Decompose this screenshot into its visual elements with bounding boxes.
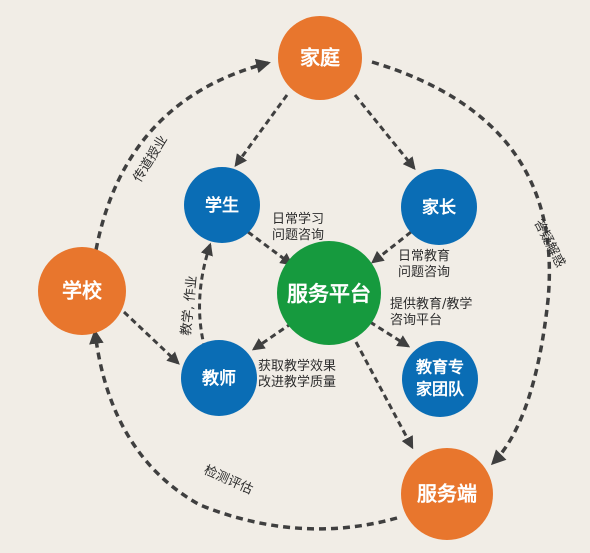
node-parent-label: 家长 xyxy=(422,197,457,218)
node-expert-team: 教育专 家团队 xyxy=(402,341,478,417)
arrow-family-to-student xyxy=(234,94,289,168)
node-student: 学生 xyxy=(184,167,260,243)
parent-note-line2: 问题咨询 xyxy=(398,265,450,280)
arrow-student-to-platform xyxy=(247,230,294,266)
arrow-school-to-teacher xyxy=(122,310,180,365)
student-note-line1: 日常学习 xyxy=(272,211,324,227)
node-platform-label: 服务平台 xyxy=(287,282,371,306)
arrow-platform-to-teacher xyxy=(251,321,293,351)
expert-note-line1: 提供教育/教学 xyxy=(390,296,472,312)
arrow-platform-to-expert xyxy=(369,320,411,348)
arrow-family-to-service xyxy=(371,60,552,466)
node-teacher: 教师 xyxy=(181,340,257,416)
arrow-school-to-family xyxy=(94,58,271,251)
student-note-line2: 问题咨询 xyxy=(272,228,324,243)
node-service-label: 服务端 xyxy=(417,482,477,506)
node-student-label: 学生 xyxy=(205,195,239,216)
node-expert-label-line2: 家团队 xyxy=(416,380,465,399)
arrow-teacher-to-student xyxy=(198,242,213,350)
node-family: 家庭 xyxy=(278,16,362,100)
node-school-label: 学校 xyxy=(62,279,103,303)
node-teacher-label: 教师 xyxy=(201,368,236,389)
node-service: 服务端 xyxy=(401,448,493,540)
node-expert-label-line1: 教育专 xyxy=(416,358,464,377)
label-teach-guide: 传道授业 xyxy=(131,133,171,185)
node-platform: 服务平台 xyxy=(277,241,381,345)
node-parent: 家长 xyxy=(401,169,477,245)
node-family-label: 家庭 xyxy=(300,46,340,70)
label-test-evaluate: 检测评估 xyxy=(201,463,255,498)
arrow-family-to-parent xyxy=(353,94,416,170)
arrow-platform-to-service xyxy=(354,341,414,450)
node-school: 学校 xyxy=(38,247,126,335)
teacher-note-line1: 获取教学效果 xyxy=(258,358,336,374)
parent-note-line1: 日常教育 xyxy=(398,248,450,264)
teacher-note-line2: 改进教学质量 xyxy=(258,374,336,390)
label-teaching-homework: 教学, 作业 xyxy=(178,275,200,337)
arrow-service-to-school xyxy=(89,329,398,531)
expert-note-line2: 咨询平台 xyxy=(390,313,442,328)
arrow-parent-to-platform xyxy=(371,230,412,264)
